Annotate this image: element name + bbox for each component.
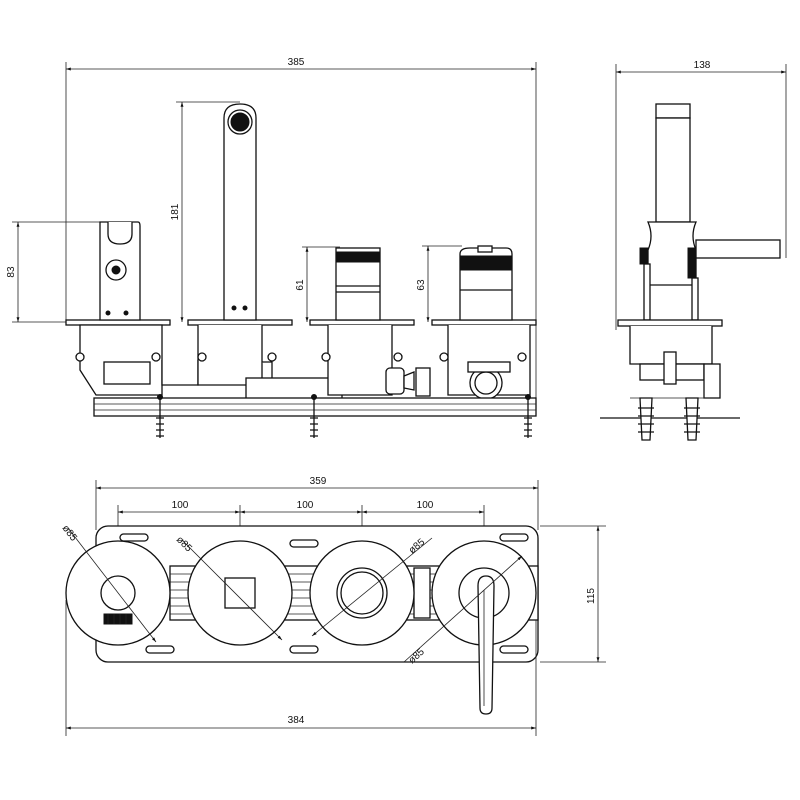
mixer-left-height-label: 61: [295, 279, 306, 291]
mixer-right-height-label: 63: [416, 279, 427, 291]
dimension-plate-width: 359: [95, 476, 539, 530]
center-spacing-2-label: 100: [297, 500, 314, 511]
dimension-spout-height: 181: [170, 101, 240, 322]
front-view: 385 83 181 61 63: [6, 57, 537, 438]
concealed-body-front: [75, 324, 531, 401]
plate-height-label: 115: [586, 588, 597, 604]
overall-width-label: 385: [288, 57, 305, 68]
holder-height-label: 83: [6, 266, 17, 278]
dimension-mixer-right-height: 63: [416, 245, 462, 322]
spout-height-label: 181: [170, 203, 181, 220]
dimension-overall-span: 384: [65, 600, 537, 736]
center-spacing-3-label: 100: [417, 500, 434, 511]
dimension-mixer-left-height: 61: [295, 246, 340, 322]
mixer-right-front: [459, 245, 513, 321]
top-view: 359 100 100 100: [60, 476, 606, 736]
center-spacing-1-label: 100: [172, 500, 189, 511]
spout-front: [223, 103, 257, 321]
dimension-depth: 138: [615, 60, 787, 330]
front-rosette-plates: [65, 319, 537, 326]
top-rosette-2: [187, 540, 293, 646]
side-body: [600, 326, 740, 441]
top-rosette-4: [431, 540, 537, 715]
handshower-holder-front: [99, 221, 141, 321]
top-rosette-3: [309, 540, 415, 646]
mixer-left-front: [335, 247, 381, 321]
rosette-diameter-1-label: ø85: [60, 523, 80, 544]
plate-width-label: 359: [310, 476, 327, 487]
dimension-plate-height: 115: [540, 525, 606, 663]
depth-label: 138: [694, 60, 711, 71]
dimension-overall-width: 385: [65, 57, 537, 398]
side-spout: [617, 103, 781, 327]
dimension-holder-height: 83: [6, 221, 100, 323]
side-view: 138: [600, 60, 787, 441]
mounting-rail-front: [93, 394, 537, 438]
overall-span-label: 384: [288, 715, 305, 726]
